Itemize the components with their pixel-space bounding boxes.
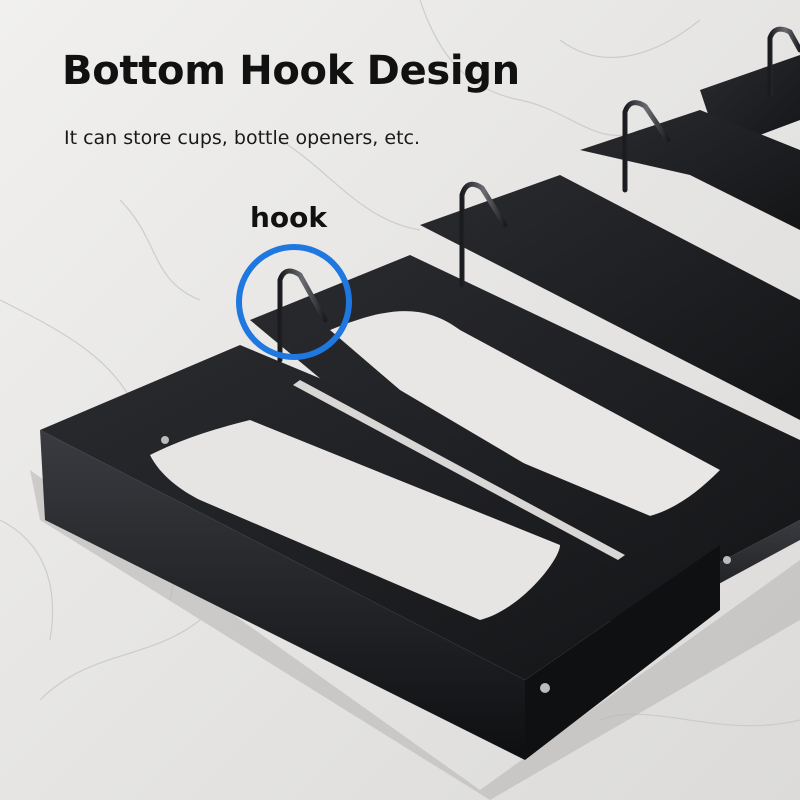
headline: Bottom Hook Design [62, 48, 520, 94]
hook-callout-ring [236, 244, 352, 360]
hook-icon [459, 181, 508, 288]
hook-callout-label: hook [250, 201, 328, 234]
rack-segment-front [40, 345, 731, 760]
rack-back-segments [420, 55, 800, 420]
hook-icon [277, 268, 328, 363]
subtitle: It can store cups, bottle openers, etc. [64, 127, 420, 149]
hook-icons [277, 26, 800, 363]
hook-icon [622, 100, 671, 193]
rack-shadow [30, 470, 800, 800]
hook-icon [767, 26, 800, 98]
